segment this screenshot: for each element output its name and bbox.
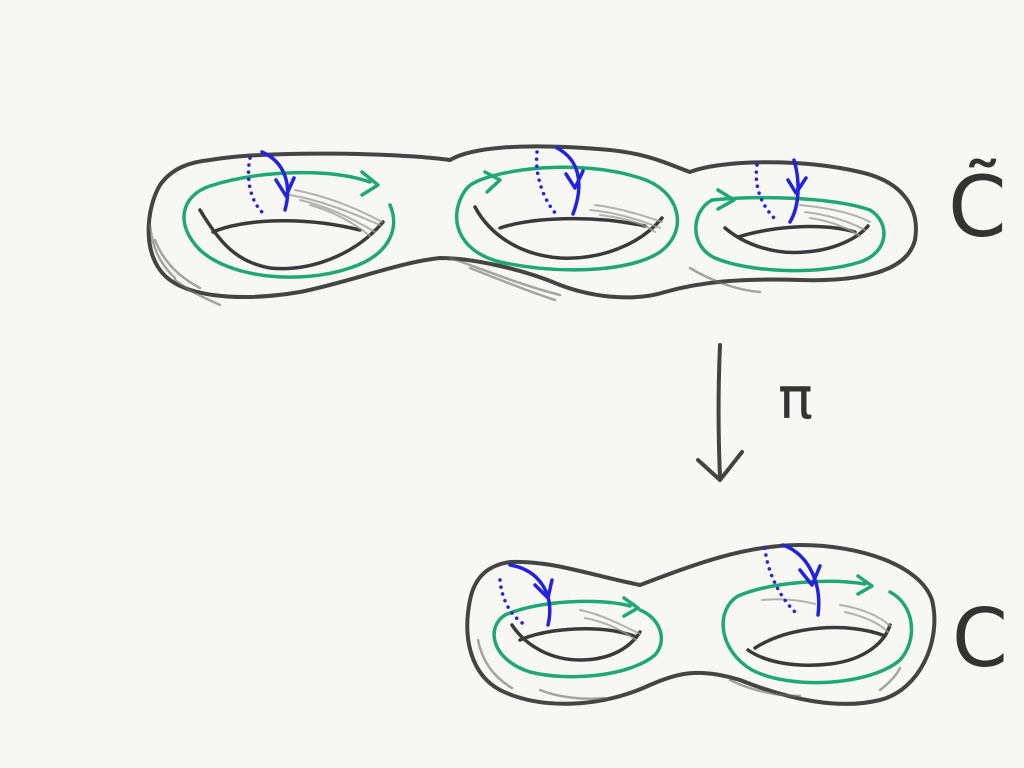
cover-b-arrow-3 <box>786 176 808 195</box>
base-b-arrow-2 <box>798 564 822 587</box>
cover-hole-2-inner <box>498 216 647 230</box>
base-b-cycles <box>498 543 822 627</box>
cover-b-cycle-2 <box>555 146 581 216</box>
base-a-cycle-1 <box>492 599 664 679</box>
base-a-cycle-2 <box>721 579 914 685</box>
base-hole-2 <box>746 623 892 667</box>
map-label: π <box>778 364 813 432</box>
cover-b-cycle-1 <box>260 150 290 212</box>
cover-a-cycle-2 <box>454 165 680 272</box>
base-a-arrow-2 <box>856 574 874 596</box>
base-surface <box>465 543 937 706</box>
base-hole-1-inner <box>518 627 636 642</box>
cover-label: C̃ <box>948 158 1007 256</box>
cover-b-cycle-1-hidden <box>246 156 264 214</box>
base-a-arrow-1 <box>622 596 640 618</box>
cover-a-cycles <box>182 165 886 279</box>
map-arrow-head <box>696 450 744 482</box>
base-surface-label: C <box>952 592 1008 685</box>
cover-surface-outline <box>146 144 918 300</box>
cover-b-arrow-2 <box>564 169 585 190</box>
cover-shading <box>148 189 871 307</box>
cover-a-arrow-2 <box>483 170 502 194</box>
cover-a-arrow-3 <box>716 188 736 211</box>
cover-b-cycles <box>246 146 808 224</box>
base-a-cycles <box>492 574 914 685</box>
cover-hole-2 <box>473 205 664 260</box>
base-shading <box>476 598 902 700</box>
cover-a-cycle-3 <box>694 195 886 273</box>
cover-surface-label: C̃ <box>948 158 1007 256</box>
base-b-arrow-1 <box>533 578 554 600</box>
map-arrow-shaft <box>716 343 722 480</box>
cover-b-cycle-3-hidden <box>754 163 780 224</box>
base-surface-outline <box>465 543 937 706</box>
cover-hole-1 <box>198 208 385 271</box>
base-hole-1 <box>510 623 642 662</box>
covering-map-arrow: π <box>696 343 813 482</box>
cover-b-cycle-2-hidden <box>534 150 558 216</box>
base-b-cycle-2-hidden <box>763 546 797 614</box>
cover-a-arrow-1 <box>360 170 380 197</box>
cover-hole-3-inner <box>736 224 857 239</box>
base-b-cycle-1 <box>508 563 552 627</box>
base-b-cycle-2 <box>781 543 821 617</box>
cover-a-cycle-1 <box>182 170 396 279</box>
cover-hole-1-inner <box>211 218 362 234</box>
cover-surface <box>146 144 918 307</box>
base-b-cycle-1-hidden <box>498 578 527 627</box>
base-hole-2-inner <box>753 625 887 650</box>
cover-hole-3 <box>723 224 870 255</box>
cover-b-arrow-1 <box>274 176 296 198</box>
